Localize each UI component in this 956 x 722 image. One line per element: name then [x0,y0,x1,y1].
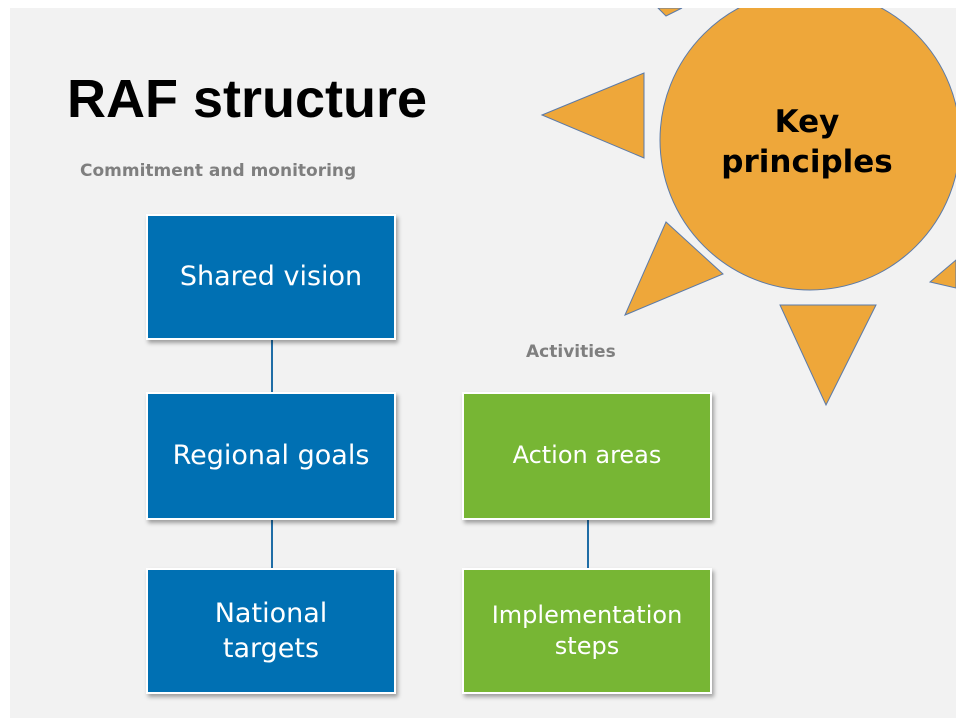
sun-label: Key principles [721,104,893,181]
connector-goals-targets [271,518,273,570]
sun-ray-left [540,72,645,159]
regional-goals-box: Regional goals [146,392,396,520]
connector-vision-goals [271,338,273,394]
national-targets-box: National targets [146,568,396,694]
action-areas-box: Action areas [462,392,712,520]
page-title: RAF structure [67,69,428,129]
slide: Key principles RAF structure Commitment … [10,8,956,718]
activities-heading: Activities [526,342,616,362]
sun-ray-lower-left [624,221,724,316]
sun-graphic [540,8,956,407]
implementation-steps-box: Implementation steps [462,568,712,694]
sun-disc [659,8,956,291]
sun-ray-top [657,8,683,17]
sun-ray-lower-right [928,259,956,289]
shared-vision-box: Shared vision [146,214,396,340]
connector-action-implementation [587,518,589,570]
commitment-heading: Commitment and monitoring [80,161,357,181]
sun-ray-bottom [779,304,877,407]
